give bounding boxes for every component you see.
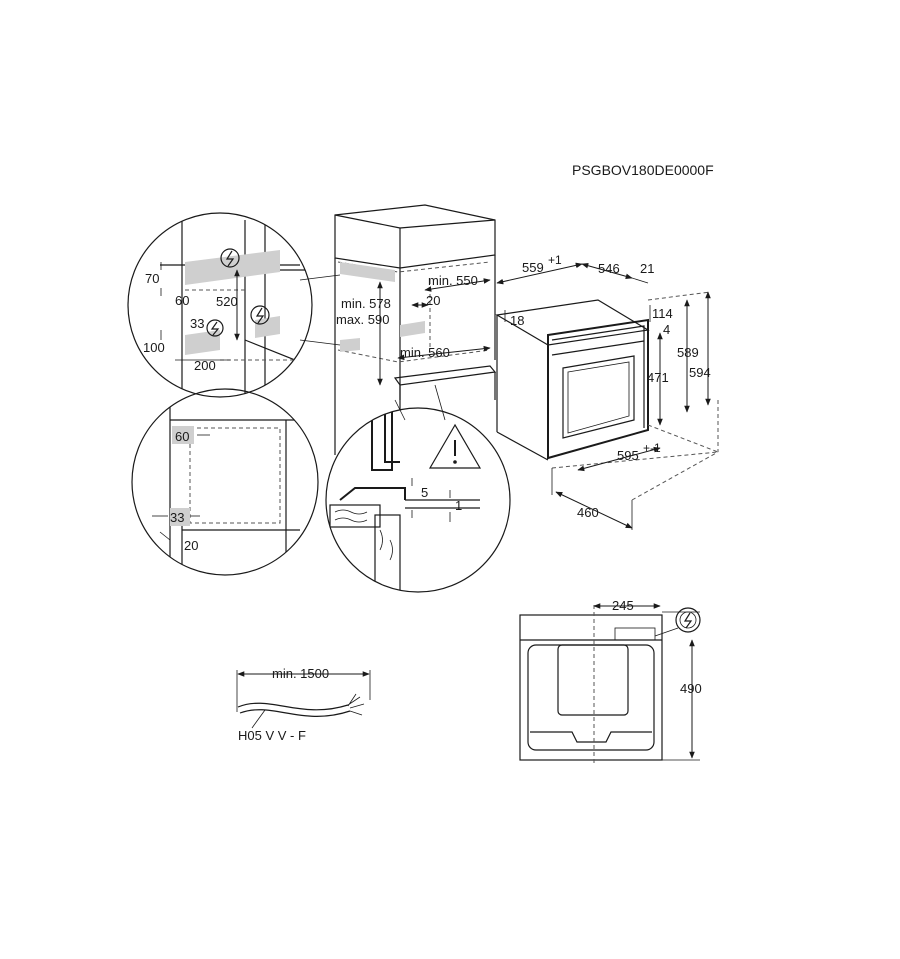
detail-circle-left [131, 388, 319, 576]
detail-top-200: 200 [194, 358, 216, 373]
rear-490: 490 [680, 681, 702, 696]
oven-21: 21 [640, 261, 654, 276]
detail-mount-content [329, 410, 480, 592]
oven-589: 589 [677, 345, 699, 360]
detail-top-60: 60 [175, 293, 189, 308]
niche-min-578: min. 578 [341, 296, 391, 311]
power-connection-icon [654, 607, 701, 637]
oven-18: 18 [510, 313, 524, 328]
oven-4: 4 [663, 322, 670, 337]
detail-top-33: 33 [190, 316, 204, 331]
niche-cabinet [299, 204, 497, 455]
niche-min-560: min. 560 [400, 345, 450, 360]
detail-mount-5: 5 [421, 485, 428, 500]
oven-559: 559 [522, 260, 544, 275]
oven-546: 546 [598, 261, 620, 276]
oven-594: 594 [689, 365, 711, 380]
niche-dim-20: 20 [426, 293, 440, 308]
detail-top-520: 520 [216, 294, 238, 309]
detail-left-33: 33 [170, 510, 184, 525]
detail-circle-mount [325, 407, 511, 593]
power-connection-icon [220, 248, 240, 268]
oven-595: 595 [617, 448, 639, 463]
power-connection-icon [250, 305, 270, 325]
warning-triangle-icon [428, 423, 482, 469]
cable-type: H05 V V - F [238, 728, 306, 743]
detail-left-content [169, 400, 300, 575]
cable-length: min. 1500 [272, 666, 329, 681]
detail-mount-1: 1 [455, 498, 462, 513]
detail-top-100: 100 [143, 340, 165, 355]
power-cable [236, 670, 371, 729]
niche-min-550: min. 550 [428, 273, 478, 288]
niche-max-590: max. 590 [336, 312, 389, 327]
oven-body [495, 299, 650, 461]
power-connection-icon [206, 319, 224, 337]
oven-595-tolerance: +-1 [643, 441, 661, 455]
detail-left-20: 20 [184, 538, 198, 553]
oven-471: 471 [647, 370, 669, 385]
oven-559-tolerance: +1 [548, 253, 562, 267]
oven-114: 114 [652, 306, 673, 321]
detail-left-60: 60 [175, 429, 189, 444]
rear-245: 245 [612, 598, 634, 613]
detail-circle-top [127, 212, 313, 398]
detail-top-70: 70 [145, 271, 159, 286]
model-code: PSGBOV180DE0000F [572, 162, 714, 178]
oven-460: 460 [577, 505, 599, 520]
oven-rear-view [519, 605, 700, 765]
detail-top-content [160, 220, 312, 397]
